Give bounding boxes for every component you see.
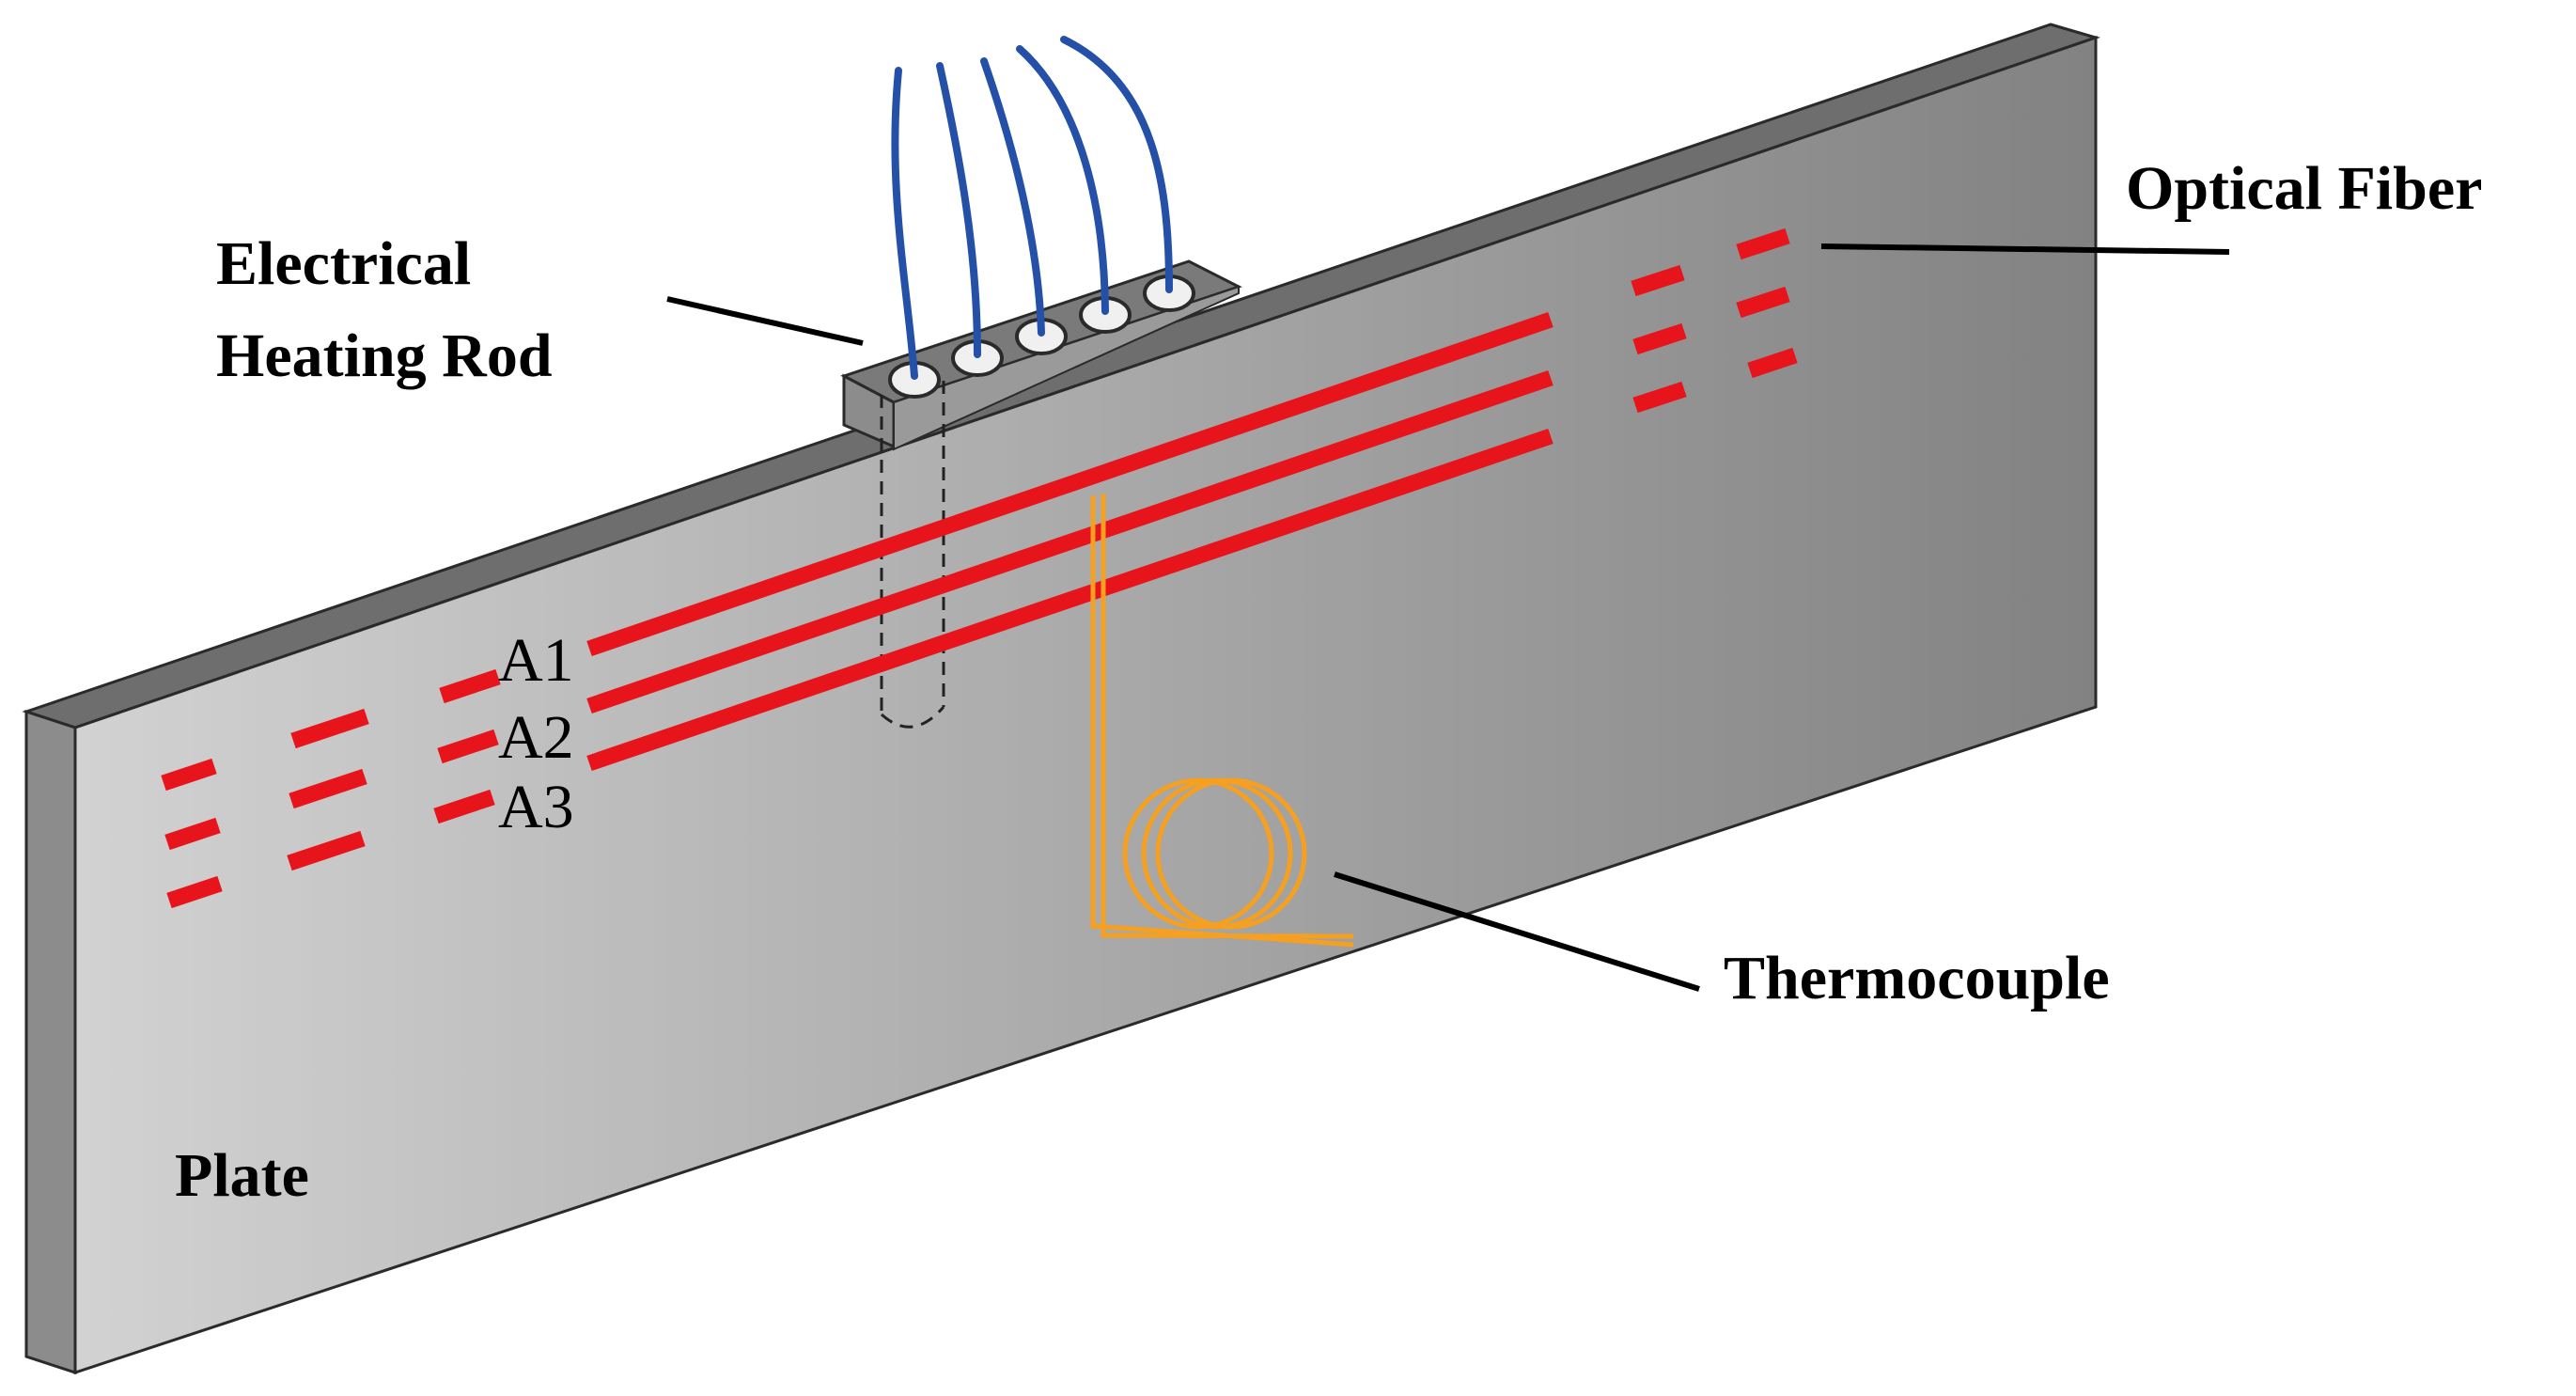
fiber-a1-label: A1 <box>498 626 574 695</box>
fiber-dashes-left <box>161 668 501 909</box>
heating-rod-label-line2: Heating Rod <box>216 322 553 390</box>
plate-label: Plate <box>175 1141 309 1210</box>
heating-wires <box>891 36 1173 380</box>
fiber-a2-line <box>586 369 1553 714</box>
plate-side-face <box>24 709 77 1375</box>
fiber-dashes-right <box>1631 227 1798 414</box>
thermocouple-label: Thermocouple <box>1724 944 2110 1012</box>
leader-lines <box>666 243 2230 992</box>
optical-fiber-label: Optical Fiber <box>2126 154 2482 223</box>
thermocouple-leader <box>1334 871 1700 992</box>
plate-front-face <box>73 35 2098 1375</box>
fiber-lines <box>586 311 1553 772</box>
fiber-a2-label: A2 <box>498 703 574 772</box>
fiber-a3-label: A3 <box>498 773 574 841</box>
thermocouple-wire <box>1090 494 1354 948</box>
fiber-a3-line <box>586 428 1553 772</box>
optical-fiber-leader <box>1820 243 2230 255</box>
heating-rod-label-line1: Electrical <box>216 229 471 298</box>
heating-rod-leader <box>666 296 864 346</box>
fiber-a1-line <box>586 311 1553 657</box>
plate <box>22 23 2100 1375</box>
